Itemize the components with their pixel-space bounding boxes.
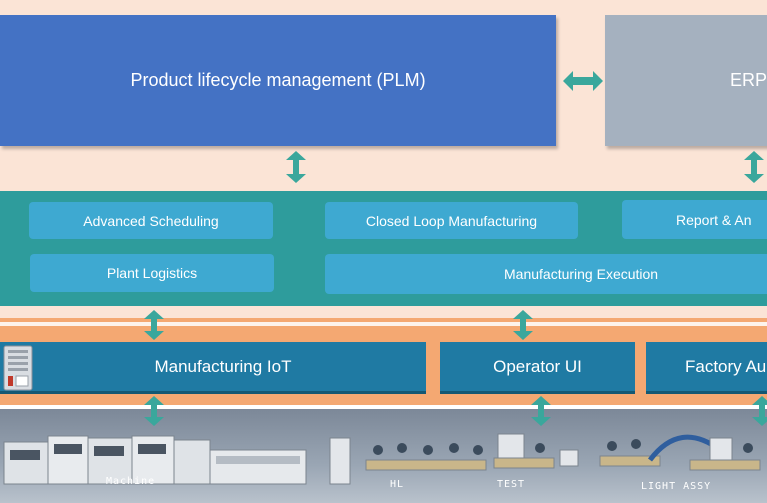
manufacturing-execution-box: Manufacturing Execution xyxy=(325,254,767,294)
plm-box: Product lifecycle management (PLM) xyxy=(0,15,556,146)
test-stations-icon xyxy=(493,433,579,469)
edge-server-icon xyxy=(3,345,33,391)
manufacturing-iot-bar: Manufacturing IoT xyxy=(0,342,426,394)
light-assembly-icon xyxy=(599,434,761,471)
manufacturing-iot-label: Manufacturing IoT xyxy=(154,356,292,376)
light-assy-label: LIGHT ASSY xyxy=(641,481,712,492)
factory-automation-bar: Factory Au xyxy=(646,342,767,394)
test-label: TEST xyxy=(497,479,526,490)
erp-box: ERP xyxy=(605,15,767,146)
report-analytics-box: Report & An xyxy=(622,200,767,239)
erp-mes-double-arrow-icon xyxy=(744,151,764,183)
factory-floor-illustration xyxy=(3,433,761,485)
factory-floor-double-arrow-icon xyxy=(752,396,767,426)
hand-load-stations-icon xyxy=(329,437,487,485)
machine-label: Machine xyxy=(106,476,156,487)
plm-mes-double-arrow-icon xyxy=(286,151,306,183)
closed-loop-manufacturing-box: Closed Loop Manufacturing xyxy=(325,202,578,239)
mes-iot-double-arrow-icon xyxy=(144,310,164,340)
band-divider xyxy=(0,322,767,326)
advanced-scheduling-box: Advanced Scheduling xyxy=(29,202,273,239)
hl-label: HL xyxy=(390,479,405,490)
plant-logistics-box: Plant Logistics xyxy=(30,254,274,292)
floor-divider xyxy=(0,405,767,409)
mes-operator-double-arrow-icon xyxy=(513,310,533,340)
iot-floor-double-arrow-icon xyxy=(144,396,164,426)
plm-erp-double-arrow-icon xyxy=(563,71,603,91)
smt-machine-line-icon xyxy=(3,435,307,485)
operator-ui-bar: Operator UI xyxy=(440,342,635,394)
operator-floor-double-arrow-icon xyxy=(531,396,551,426)
